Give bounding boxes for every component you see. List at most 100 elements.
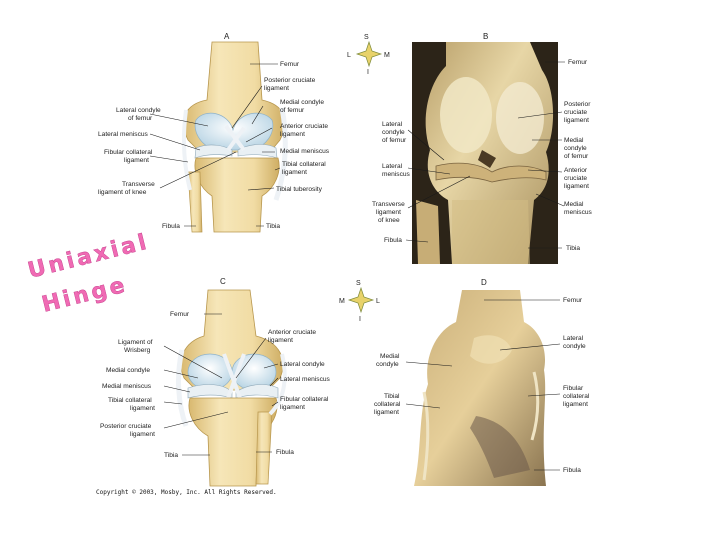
panel-a: A Femur Posterior cruciate ligament Late… <box>98 32 330 233</box>
leader-lines-c <box>163 313 279 456</box>
label-d-fibula: Fibula <box>563 467 581 474</box>
label-b-lateral-condyle-2: condyle <box>382 129 405 136</box>
panel-a-letter: A <box>224 32 230 41</box>
compass-star-icon <box>355 40 383 68</box>
label-c-fibular-collateral-1: Fibular collateral <box>280 396 329 403</box>
fibula-shape-c <box>255 411 273 485</box>
label-a-anterior-cruciate-1: Anterior cruciate <box>280 123 328 130</box>
label-b-medial-condyle-2: condyle <box>564 145 587 152</box>
label-c-posterior-cruciate-2: ligament <box>130 431 155 438</box>
cruciate-shape-c <box>222 353 246 399</box>
label-d-femur: Femur <box>563 297 583 304</box>
label-b-anterior-cruciate-3: ligament <box>564 183 589 190</box>
label-d-lateral-condyle-2: condyle <box>563 343 586 350</box>
label-a-fibular-collateral-2: ligament <box>124 157 149 164</box>
label-b-medial-condyle-1: Medial <box>564 137 584 144</box>
label-c-anterior-cruciate-2: ligament <box>268 337 293 344</box>
compass-d-top: S <box>356 280 361 287</box>
label-c-fibular-collateral-2: ligament <box>280 404 305 411</box>
compass-star-icon <box>347 286 375 314</box>
compass-b-top: S <box>364 34 369 41</box>
label-c-fibula: Fibula <box>276 449 294 456</box>
overlay-uniaxial: Uniaxial <box>25 230 151 284</box>
label-b-fibula: Fibula <box>384 237 402 244</box>
label-a-femur: Femur <box>280 61 300 68</box>
label-b-posterior-cruciate-2: cruciate <box>564 109 587 116</box>
label-b-medial-meniscus-1: Medial <box>564 201 584 208</box>
photo-d-shadow <box>470 416 530 478</box>
leader-lines-d <box>405 299 561 471</box>
lateral-meniscus-shape-a <box>194 144 233 159</box>
label-b-medial-condyle-3: of femur <box>564 153 589 160</box>
photo-b-cruciate <box>478 150 496 168</box>
panel-d: D Femur Lateral condyle Medial condyle T… <box>374 278 590 486</box>
compass-d: S M L I <box>339 280 380 323</box>
label-c-tibial-collateral-2: ligament <box>130 405 155 412</box>
copyright-notice: Copyright © 2003, Mosby, Inc. All Rights… <box>96 489 277 496</box>
photo-b-fibula <box>416 200 440 264</box>
compass-b-bottom: I <box>367 69 369 76</box>
label-b-femur: Femur <box>568 59 588 66</box>
label-d-tibial-collateral-3: ligament <box>374 409 399 416</box>
label-c-posterior-cruciate-1: Posterior cruciate <box>100 423 152 430</box>
label-a-transverse-1: Transverse <box>122 181 155 188</box>
panel-c-letter: C <box>220 277 226 286</box>
label-d-medial-condyle-1: Medial <box>380 353 400 360</box>
compass-d-bottom: I <box>359 316 361 323</box>
photo-d-fibular-collateral <box>530 371 540 441</box>
panel-d-letter: D <box>481 278 487 287</box>
label-a-tibial-collateral-2: ligament <box>282 169 307 176</box>
label-a-fibula: Fibula <box>162 223 180 230</box>
label-b-lateral-condyle-3: of femur <box>382 137 407 144</box>
label-c-lateral-condyle: Lateral condyle <box>280 361 325 368</box>
fibular-collateral-shape-a <box>181 109 192 191</box>
panel-b-letter: B <box>483 32 488 41</box>
label-c-wrisberg-2: Wrisberg <box>124 347 151 354</box>
fibular-collateral-shape-c <box>268 353 287 416</box>
photo-d-tibial-collateral <box>422 391 430 481</box>
compass-b-right: M <box>384 52 390 59</box>
label-a-tibia: Tibia <box>266 223 280 230</box>
label-b-transverse-2: ligament <box>376 209 401 216</box>
lateral-meniscus-shape-c <box>235 384 279 399</box>
label-b-lateral-condyle-1: Lateral <box>382 121 403 128</box>
label-b-medial-meniscus-2: meniscus <box>564 209 593 216</box>
label-d-fibular-collateral-3: ligament <box>563 401 588 408</box>
panel-c: C Femur Anterior cruciate ligament Ligam… <box>100 277 331 487</box>
label-d-tibial-collateral-2: collateral <box>374 401 401 408</box>
label-a-lateral-condyle-2: of femur <box>128 115 153 122</box>
panel-b: B Femur Posterior cruciate ligament Late… <box>372 32 593 264</box>
label-b-transverse-1: Transverse <box>372 201 405 208</box>
label-a-lateral-condyle-1: Lateral condyle <box>116 107 161 114</box>
label-a-transverse-2: ligament of knee <box>98 189 147 196</box>
label-b-posterior-cruciate-1: Posterior <box>564 101 591 108</box>
label-a-tibial-tuberosity: Tibial tuberosity <box>276 186 323 193</box>
label-c-tibial-collateral-1: Tibial collateral <box>108 397 152 404</box>
label-a-posterior-cruciate-2: ligament <box>264 85 289 92</box>
photo-d-condyles <box>470 335 512 364</box>
photo-b-menisci <box>435 162 547 183</box>
label-d-lateral-condyle-1: Lateral <box>563 335 584 342</box>
leader-lines-b <box>405 61 565 249</box>
label-c-anterior-cruciate-1: Anterior cruciate <box>268 329 316 336</box>
compass-b: S L M I <box>347 34 390 76</box>
label-b-transverse-3: of knee <box>378 217 400 224</box>
label-b-lateral-meniscus-2: meniscus <box>382 171 411 178</box>
cruciate-shape-a <box>224 124 246 152</box>
label-b-lateral-meniscus-1: Lateral <box>382 163 403 170</box>
tibial-collateral-shape-a <box>273 107 288 201</box>
fibula-shape-a <box>187 171 203 233</box>
label-c-lateral-meniscus: Lateral meniscus <box>280 376 331 383</box>
label-c-medial-condyle: Medial condyle <box>106 367 150 374</box>
tibia-shape-a <box>194 157 280 233</box>
label-d-fibular-collateral-1: Fibular <box>563 385 584 392</box>
label-b-posterior-cruciate-3: ligament <box>564 117 589 124</box>
label-d-medial-condyle-2: condyle <box>376 361 399 368</box>
label-c-femur: Femur <box>170 311 190 318</box>
photo-b-tibia <box>452 200 530 264</box>
label-d-fibular-collateral-2: collateral <box>563 393 590 400</box>
compass-d-right: L <box>376 298 380 305</box>
overlay-annotation: Uniaxial Hinge <box>25 229 152 318</box>
label-a-medial-condyle-2: of femur <box>280 107 305 114</box>
